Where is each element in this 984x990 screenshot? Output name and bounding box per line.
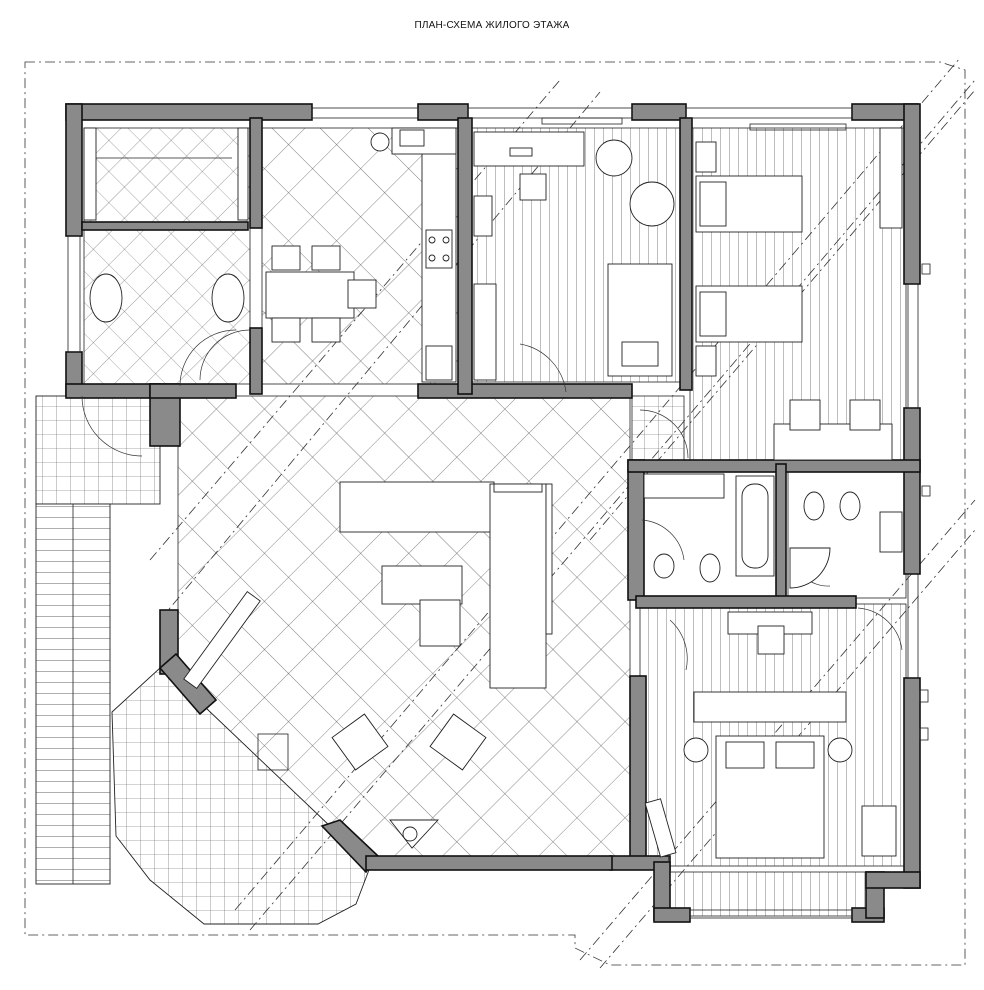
bathroom-floor xyxy=(83,127,251,385)
master-bedroom-furniture xyxy=(644,611,897,859)
terrace-and-stairs xyxy=(35,395,373,925)
walls xyxy=(65,103,921,923)
twin-bedroom-furniture xyxy=(695,127,903,461)
site-boundary xyxy=(24,61,966,966)
exterior-marks xyxy=(919,263,931,741)
landing xyxy=(35,395,161,505)
plan-title: ПЛАН-СХЕМА ЖИЛОГО ЭТАЖА xyxy=(414,20,570,31)
living-room-furniture xyxy=(183,481,553,849)
windows xyxy=(67,107,919,919)
bathroom-fixtures xyxy=(83,127,249,323)
balcony-floor xyxy=(659,871,883,917)
wc-fixtures xyxy=(643,473,903,589)
kitchen-furniture xyxy=(265,127,457,383)
hall-floor xyxy=(631,395,685,463)
study-furniture xyxy=(473,131,675,381)
